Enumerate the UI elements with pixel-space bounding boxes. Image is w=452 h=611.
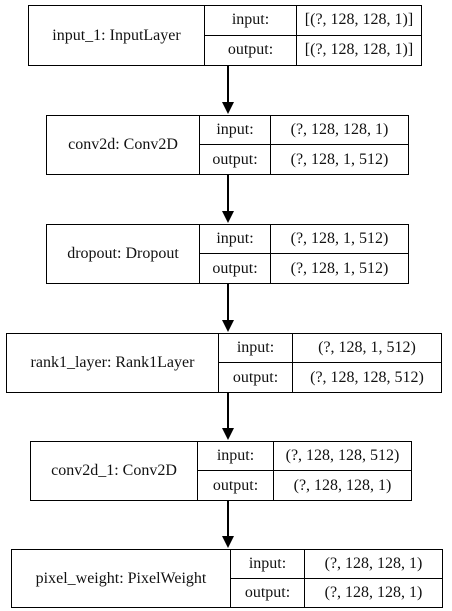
edge-line <box>227 501 229 537</box>
layer-name: input_1: InputLayer <box>29 6 205 65</box>
input-label: input: <box>198 442 274 471</box>
layer-node-pixel-weight: pixel_weight: PixelWeight input: (?, 128… <box>11 549 443 608</box>
arrowhead-icon <box>222 211 234 223</box>
arrowhead-icon <box>222 428 234 440</box>
output-label: output: <box>200 254 271 283</box>
input-label: input: <box>200 225 271 254</box>
output-shape: (?, 128, 1, 512) <box>290 259 389 277</box>
layer-node-dropout: dropout: Dropout input: (?, 128, 1, 512)… <box>46 224 409 284</box>
arrowhead-icon <box>222 536 234 548</box>
arrowhead-icon <box>222 102 234 114</box>
output-label: output: <box>200 145 271 174</box>
output-shape: (?, 128, 128, 1) <box>293 476 392 494</box>
edge-line <box>227 284 229 321</box>
output-label: output: <box>231 578 305 607</box>
input-shape: [(?, 128, 128, 1)] <box>297 6 421 36</box>
output-shape: (?, 128, 128, 512) <box>310 368 424 386</box>
layer-name: conv2d: Conv2D <box>47 116 200 174</box>
input-shape: (?, 128, 1, 512) <box>271 225 408 254</box>
edge-line <box>227 393 229 429</box>
layer-node-rank1-layer: rank1_layer: Rank1Layer input: (?, 128, … <box>6 333 442 393</box>
edge-line <box>227 175 229 212</box>
output-label: output: <box>205 35 297 65</box>
layer-name: conv2d_1: Conv2D <box>31 442 198 500</box>
layer-name: rank1_layer: Rank1Layer <box>7 334 219 392</box>
layer-node-input-1: input_1: InputLayer input: [(?, 128, 128… <box>28 5 422 66</box>
input-shape: (?, 128, 128, 512) <box>274 442 411 471</box>
layer-name: pixel_weight: PixelWeight <box>12 550 231 607</box>
input-shape: (?, 128, 128, 1) <box>271 116 408 145</box>
output-shape: [(?, 128, 128, 1)] <box>304 41 414 59</box>
edge-line <box>227 66 229 103</box>
input-label: input: <box>231 550 305 579</box>
arrowhead-icon <box>222 320 234 332</box>
output-label: output: <box>219 363 293 392</box>
input-label: input: <box>205 6 297 36</box>
layer-name: dropout: Dropout <box>47 225 200 283</box>
input-shape: (?, 128, 128, 1) <box>305 550 442 579</box>
input-label: input: <box>200 116 271 145</box>
output-shape: (?, 128, 128, 1) <box>324 583 423 601</box>
input-label: input: <box>219 334 293 363</box>
output-shape: (?, 128, 1, 512) <box>290 150 389 168</box>
input-shape: (?, 128, 1, 512) <box>293 334 441 363</box>
layer-node-conv2d: conv2d: Conv2D input: (?, 128, 128, 1) o… <box>46 115 409 175</box>
layer-node-conv2d-1: conv2d_1: Conv2D input: (?, 128, 128, 51… <box>30 441 412 501</box>
output-label: output: <box>198 471 274 500</box>
